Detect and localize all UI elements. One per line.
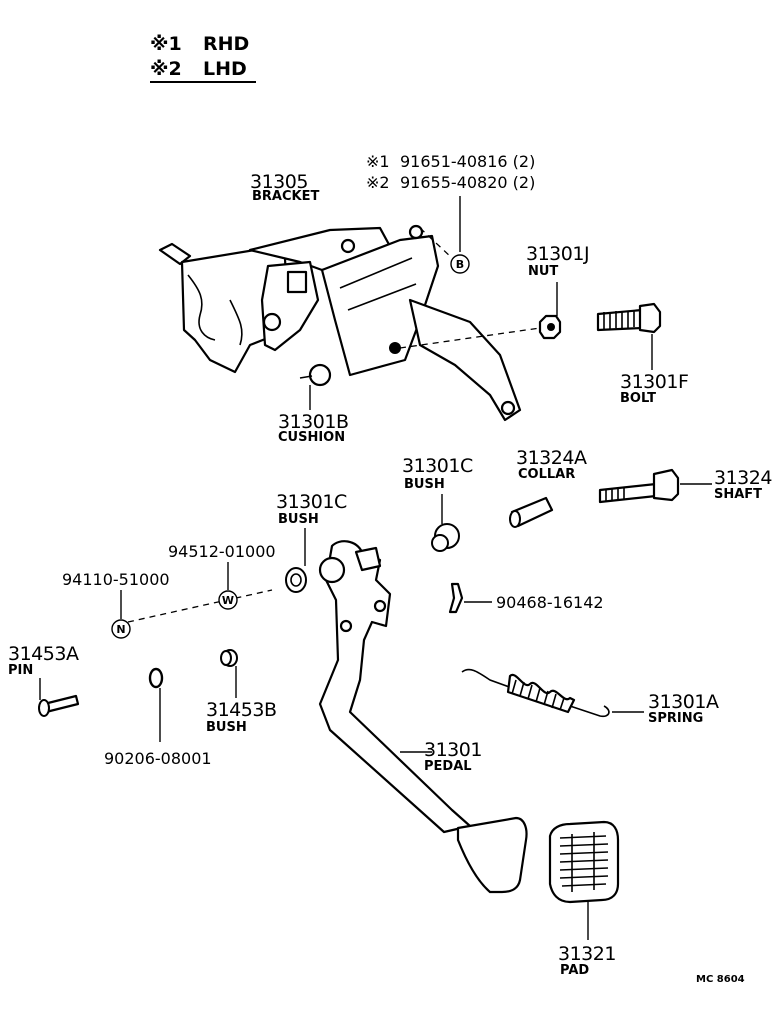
ref-b-label: B <box>456 258 464 271</box>
bush-left-name: BUSH <box>278 512 319 527</box>
nut-drawing <box>538 282 562 340</box>
callout-bush-upper: 31301C BUSH <box>402 455 473 492</box>
pedal-name: PEDAL <box>424 759 472 774</box>
bush-left-number: 31301C <box>276 491 347 513</box>
callout-pin: 31453A PIN <box>8 643 79 678</box>
pedal-number: 31301 <box>424 739 482 761</box>
bracket-drawing <box>158 224 522 422</box>
callout-clip: 90468-16142 <box>496 593 604 612</box>
ref-b: B <box>419 196 470 274</box>
spring-name: SPRING <box>648 711 703 726</box>
pad-number: 31321 <box>558 943 616 965</box>
bolt-lhd-mark: ※2 <box>366 173 390 192</box>
callout-bolt: 31301F BOLT <box>620 371 689 406</box>
shaft-name: SHAFT <box>714 487 762 502</box>
ref-n-label: N <box>116 623 125 636</box>
callout-washer: 94512-01000 <box>168 542 276 561</box>
clip-number: 90468-16142 <box>496 593 604 612</box>
collar-drawing <box>509 496 554 528</box>
ring-number: 90206-08001 <box>104 749 212 768</box>
washer-n-refs: W N <box>111 562 273 639</box>
shaft-number: 31324 <box>714 467 772 489</box>
legend-mark-2: ※2 <box>150 58 182 80</box>
bush-small-number: 31453B <box>206 699 276 721</box>
bush-upper-number: 31301C <box>402 455 473 477</box>
bush-upper-drawing <box>431 494 460 552</box>
callout-nut: 31301J NUT <box>526 243 590 279</box>
ref-w-label: W <box>222 594 234 607</box>
bush-left-drawing <box>285 528 307 593</box>
clip-drawing <box>448 582 492 614</box>
shaft-drawing <box>598 468 712 504</box>
bolt-number: 31301F <box>620 371 688 393</box>
bush-small-name: BUSH <box>206 720 247 735</box>
callout-ring: 90206-08001 <box>104 749 212 768</box>
pin-name: PIN <box>8 663 33 678</box>
cushion-name: CUSHION <box>278 430 345 445</box>
callout-pedal: 31301 PEDAL <box>424 739 482 774</box>
callout-cushion: 31301B CUSHION <box>278 411 349 445</box>
nut-name: NUT <box>528 264 558 279</box>
pad-name: PAD <box>560 963 589 978</box>
bush-upper-name: BUSH <box>404 477 445 492</box>
pedal-drawing <box>318 540 528 894</box>
legend: ※1 RHD ※2 LHD <box>150 33 256 83</box>
legend-text-lhd: LHD <box>203 58 247 80</box>
washer-number: 94512-01000 <box>168 542 276 561</box>
callout-nut-n: 94110-51000 <box>62 570 170 589</box>
callout-bush-small: 31453B BUSH <box>206 699 277 735</box>
pin-drawing <box>38 678 80 717</box>
spring-number: 31301A <box>648 691 719 713</box>
bracket-number: 31305 <box>250 171 308 193</box>
callout-collar: 31324A COLLAR <box>516 447 587 482</box>
bolt-name: BOLT <box>620 391 656 406</box>
ring-drawing <box>148 667 164 742</box>
callout-pad: 31321 PAD <box>558 943 616 978</box>
callout-spring: 31301A SPRING <box>648 691 719 726</box>
callout-bush-left: 31301C BUSH <box>276 491 347 527</box>
cushion-number: 31301B <box>278 411 348 433</box>
legend-text-rhd: RHD <box>203 33 249 55</box>
bolt-lhd-number: 91655-40820 (2) <box>400 173 535 192</box>
legend-mark-1: ※1 <box>150 33 182 55</box>
bracket-name: BRACKET <box>252 189 319 204</box>
bush-small-drawing <box>220 649 238 698</box>
ref-b-circle <box>450 254 470 274</box>
collar-number: 31324A <box>516 447 587 469</box>
spring-drawing <box>461 668 644 718</box>
collar-name: COLLAR <box>518 467 575 482</box>
footer-code: MC 8604 <box>696 974 745 985</box>
bolt-drawing <box>596 302 662 370</box>
bolt-rhd-mark: ※1 <box>366 152 390 171</box>
pad-drawing <box>548 820 620 940</box>
callout-shaft: 31324 SHAFT <box>714 467 773 502</box>
pin-number: 31453A <box>8 643 79 665</box>
callout-bracket: 31305 BRACKET <box>250 171 319 204</box>
bolt-rhd-number: 91651-40816 (2) <box>400 152 535 171</box>
callout-bolt-codes: ※1 91651-40816 (2) ※2 91655-40820 (2) <box>366 152 535 192</box>
nut-n-number: 94110-51000 <box>62 570 170 589</box>
nut-number: 31301J <box>526 243 589 265</box>
